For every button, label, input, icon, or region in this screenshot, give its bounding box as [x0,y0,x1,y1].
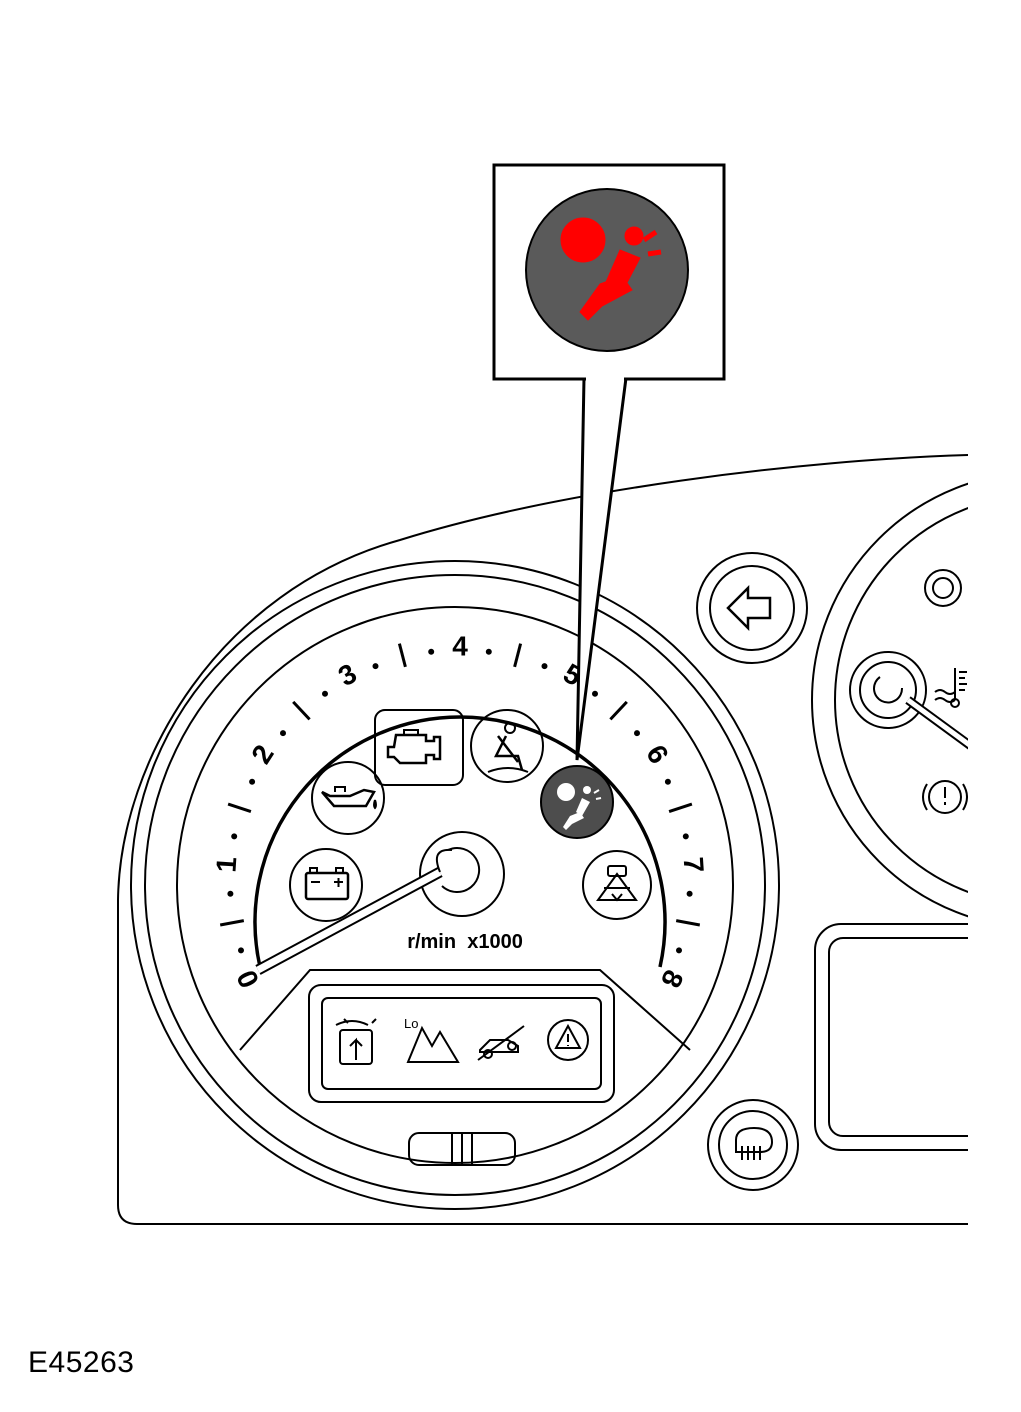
tachometer-tick [219,919,245,927]
tachometer-tick [280,730,286,737]
tachometer-ticks [219,643,701,954]
right-gauge-needle-hub [849,651,968,750]
left-turn-indicator-icon [696,552,808,664]
figure-reference-code: E45263 [28,1346,135,1379]
terrain-indicator-panel [308,984,615,1103]
tachometer-tick [397,643,407,668]
air-suspension-icon [335,1018,377,1065]
cluster-housing [117,454,968,1225]
airbag-warning-lamp-enlarged [525,188,689,352]
hill-descent-icon [477,1025,525,1061]
right-gauge [811,482,968,918]
tachometer-tick [682,833,689,840]
tachometer-tick [227,890,234,897]
tachometer-scale-arc [253,715,667,968]
rear-fog-lamp-icon [707,1099,799,1191]
tachometer-scale-number-8: 8 [655,965,690,992]
low-range-icon: Lo [404,1016,460,1063]
tachometer-tick [238,947,244,954]
engine-malfunction-icon [374,709,464,786]
dsc-warning-icon [547,1019,589,1061]
trip-reset-knob [408,1132,516,1166]
message-centre-display [814,923,968,1151]
seatbelt-reminder-icon [470,709,544,783]
tachometer-tick [485,648,492,655]
oil-pressure-icon [311,761,385,835]
tachometer-unit-label: r/min x1000 [407,931,523,953]
callout-pointer [575,377,628,761]
lower-dial-panel [239,969,691,1051]
tachometer-tick [675,919,701,927]
tachometer-tick [609,700,628,721]
tachometer-scale-number-1: 1 [210,856,242,874]
tachometer-tick [634,730,640,737]
tachometer-tick [541,663,548,670]
tachometer-tick [592,690,598,697]
tachometer-scale-number-7: 7 [678,856,710,874]
tachometer-tick [227,802,252,814]
tachometer-tick [676,947,682,954]
tachometer-scale-number-6: 6 [640,739,675,769]
hill-descent-control-icon [582,850,652,920]
coolant-temperature-icon [934,668,967,708]
tachometer-tick [513,643,523,668]
callout-box [492,163,726,761]
airbag-warning-icon [540,765,614,839]
brake-warning-icon [922,780,968,814]
tachometer-tick [668,802,693,814]
svg-text:Lo: Lo [404,1016,418,1031]
tachometer-needle [255,831,505,975]
tachometer-tick [231,833,238,840]
tachometer-tick [372,663,379,670]
tachometer-scale-number-4: 4 [452,630,468,661]
tachometer-scale-number-3: 3 [333,657,362,692]
battery-charge-icon [289,848,363,922]
tachometer-tick [292,700,311,721]
tachometer-scale-number-2: 2 [245,739,280,769]
tachometer-tick [249,778,256,785]
tachometer-tick [664,778,671,785]
tachometer-tick [686,890,693,897]
tachometer-tick [322,690,328,697]
tachometer-tick [428,648,435,655]
